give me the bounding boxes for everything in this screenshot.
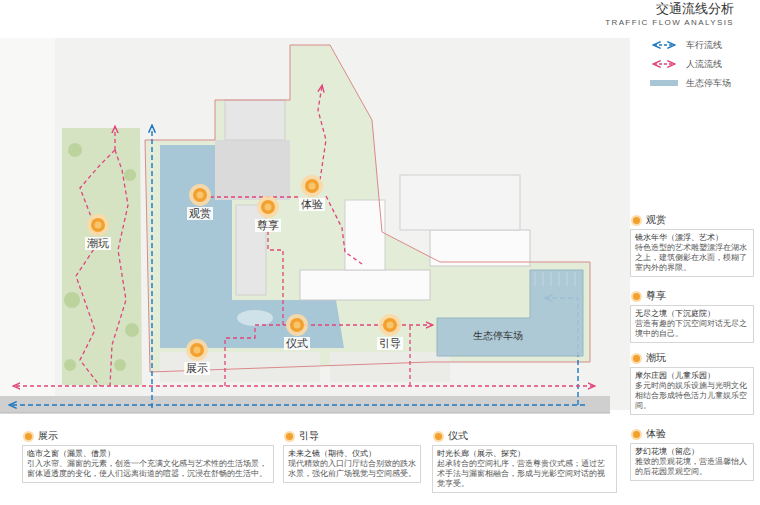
legend-text: 人流流线 <box>686 58 722 71</box>
card-body: 多元时尚的娱乐设施与光明文化相结合形成特色活力儿童娱乐空间。 <box>635 381 749 411</box>
feature-label: 引导 <box>377 337 403 350</box>
heading-dot <box>25 433 32 440</box>
description-card: 仪式时光长廊（展示、探究）起承转合的空间礼序，营造尊贵仪式感；通过艺术手法与漏窗… <box>432 430 617 493</box>
card-title: 展示 <box>38 430 58 443</box>
feature-point: 潮玩 <box>76 213 120 250</box>
card-box: 未来之镜（期待、仪式）现代精致的入口门厅结合别致的跌水水景，强化前广场视觉与空间… <box>283 445 421 483</box>
card-body: 营造有趣的下沉空间对话无尽之境中的自己。 <box>635 319 749 339</box>
card-box: 时光长廊（展示、探究）起承转合的空间礼序，营造尊贵仪式感；通过艺术手法与漏窗相融… <box>432 445 617 493</box>
parking-label: 生态停车场 <box>473 330 523 342</box>
feature-label: 展示 <box>184 362 210 375</box>
plan-ground <box>0 38 630 413</box>
card-box: 摩尔庄园（儿童乐园）多元时尚的娱乐设施与光明文化相结合形成特色活力儿童娱乐空间。 <box>630 367 754 415</box>
card-box: 无尽之境（下沉庭院）营造有趣的下沉空间对话无尽之境中的自己。 <box>630 305 754 343</box>
feature-label: 潮玩 <box>85 237 111 250</box>
card-heading: 尊享 <box>630 290 754 303</box>
feature-dot <box>368 313 412 337</box>
feature-label: 体验 <box>299 198 325 211</box>
feature-point: 仪式 <box>275 313 319 350</box>
card-title: 仪式 <box>448 430 468 443</box>
card-body: 特色造型的艺术雕塑漂浮在湖水之上，建筑侧影在水面，模糊了室内外的界限。 <box>635 243 749 273</box>
feature-dot <box>290 174 334 198</box>
feature-dot <box>275 313 319 337</box>
card-title: 引导 <box>299 430 319 443</box>
card-box: 梦幻花境（留恋）雅致的景观花境，营造温馨怡人的后花园景观空间。 <box>630 443 754 481</box>
card-heading: 潮玩 <box>630 352 754 365</box>
feature-dot <box>178 183 222 207</box>
legend-swatch <box>648 78 680 88</box>
card-heading: 展示 <box>22 430 274 443</box>
feature-point: 展示 <box>175 338 219 375</box>
legend-row: 车行流线 <box>648 38 722 52</box>
card-body: 雅致的景观花境，营造温馨怡人的后花园景观空间。 <box>635 457 749 477</box>
feature-point: 引导 <box>368 313 412 350</box>
card-body: 引入水帘、漏窗的元素，创造一个充满文化感与艺术性的生活场景，窗体通透度的变化，使… <box>27 459 269 479</box>
feature-point: 观赏 <box>178 183 222 220</box>
subtitle: TRAFFIC FLOW ANALYSIS <box>605 18 734 27</box>
feature-dot <box>175 338 219 362</box>
card-subtitle: 临市之窗（漏景、借景） <box>27 449 269 459</box>
card-body: 起承转合的空间礼序，营造尊贵仪式感；通过艺术手法与漏窗相融合，形成与光影空间对话… <box>437 459 612 489</box>
legend-line-sample <box>648 40 680 50</box>
legend-row: 人流流线 <box>648 57 722 71</box>
card-heading: 引导 <box>283 430 421 443</box>
card-title: 潮玩 <box>646 352 666 365</box>
parking-area: 生态停车场 <box>435 268 585 358</box>
description-card: 引导未来之镜（期待、仪式）现代精致的入口门厅结合别致的跌水水景，强化前广场视觉与… <box>283 430 421 483</box>
card-subtitle: 未来之镜（期待、仪式） <box>288 449 416 459</box>
card-subtitle: 无尽之境（下沉庭院） <box>635 309 749 319</box>
legend-text: 车行流线 <box>686 39 722 52</box>
description-card: 尊享无尽之境（下沉庭院）营造有趣的下沉空间对话无尽之境中的自己。 <box>630 290 754 343</box>
card-subtitle: 镜水年华（漂浮、艺术） <box>635 233 749 243</box>
card-box: 镜水年华（漂浮、艺术）特色造型的艺术雕塑漂浮在湖水之上，建筑侧影在水面，模糊了室… <box>630 229 754 277</box>
card-title: 尊享 <box>646 290 666 303</box>
heading-dot <box>633 293 640 300</box>
heading-dot <box>286 433 293 440</box>
description-card: 体验梦幻花境（留恋）雅致的景观花境，营造温馨怡人的后花园景观空间。 <box>630 428 754 481</box>
card-subtitle: 摩尔庄园（儿童乐园） <box>635 371 749 381</box>
card-subtitle: 梦幻花境（留恋） <box>635 447 749 457</box>
card-heading: 仪式 <box>432 430 617 443</box>
heading-dot <box>633 355 640 362</box>
description-card: 展示临市之窗（漏景、借景）引入水帘、漏窗的元素，创造一个充满文化感与艺术性的生活… <box>22 430 274 483</box>
legend-line-sample <box>648 59 680 69</box>
feature-dot <box>246 195 290 219</box>
legend-text: 生态停车场 <box>686 77 731 90</box>
card-subtitle: 时光长廊（展示、探究） <box>437 449 612 459</box>
feature-label: 尊享 <box>255 219 281 232</box>
heading-dot <box>633 217 640 224</box>
vehicle-routes <box>10 126 585 408</box>
feature-point: 尊享 <box>246 195 290 232</box>
parking-shape <box>435 268 585 358</box>
page-title: 交通流线分析 <box>656 0 734 18</box>
heading-dot <box>435 433 442 440</box>
description-card: 观赏镜水年华（漂浮、艺术）特色造型的艺术雕塑漂浮在湖水之上，建筑侧影在水面，模糊… <box>630 214 754 277</box>
card-heading: 观赏 <box>630 214 754 227</box>
legend-row: 生态停车场 <box>648 76 731 90</box>
feature-dot <box>76 213 120 237</box>
feature-point: 体验 <box>290 174 334 211</box>
card-title: 体验 <box>646 428 666 441</box>
card-box: 临市之窗（漏景、借景）引入水帘、漏窗的元素，创造一个充满文化感与艺术性的生活场景… <box>22 445 274 483</box>
card-title: 观赏 <box>646 214 666 227</box>
pedestrian-routes <box>14 86 594 386</box>
card-body: 现代精致的入口门厅结合别致的跌水水景，强化前广场视觉与空间感受。 <box>288 459 416 479</box>
heading-dot <box>633 431 640 438</box>
feature-label: 观赏 <box>187 207 213 220</box>
description-card: 潮玩摩尔庄园（儿童乐园）多元时尚的娱乐设施与光明文化相结合形成特色活力儿童娱乐空… <box>630 352 754 415</box>
card-heading: 体验 <box>630 428 754 441</box>
feature-label: 仪式 <box>284 337 310 350</box>
